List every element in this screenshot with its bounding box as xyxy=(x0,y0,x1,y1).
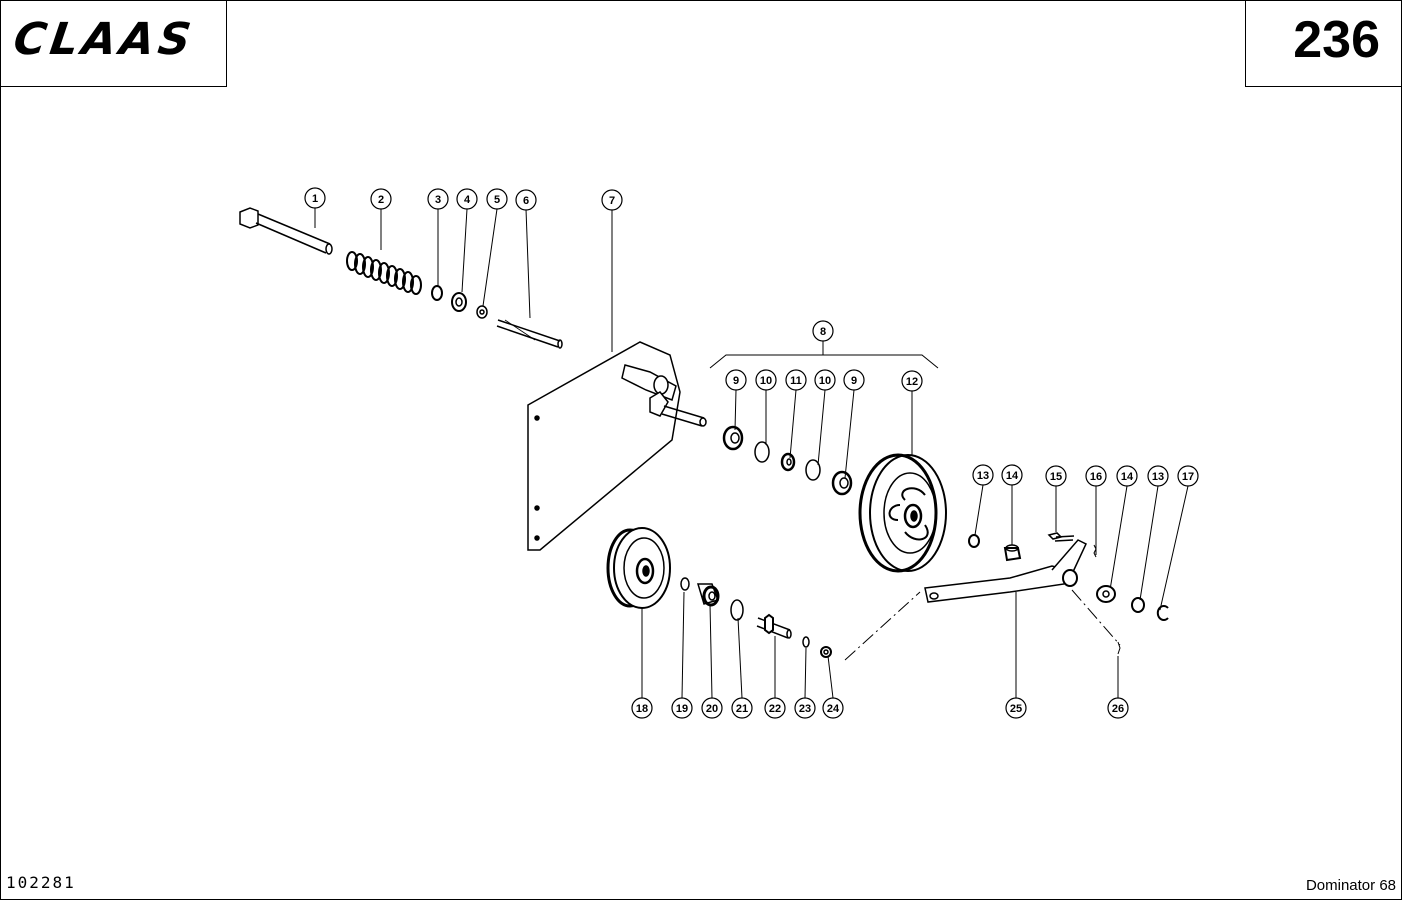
part-2-spring xyxy=(346,251,422,295)
callout-10a: 10 xyxy=(760,375,772,387)
callout-16: 16 xyxy=(1090,471,1102,483)
part-19-washer xyxy=(680,577,690,591)
callout-24: 24 xyxy=(827,703,840,715)
callout-9b: 9 xyxy=(851,375,857,387)
part-9-bearing-a xyxy=(722,425,744,451)
callout-21: 21 xyxy=(736,703,748,715)
callout-9a: 9 xyxy=(733,375,739,387)
callout-13a: 13 xyxy=(977,470,989,482)
callout-12: 12 xyxy=(906,376,918,388)
part-23-washer xyxy=(802,636,810,648)
callout-20: 20 xyxy=(706,703,718,715)
callout-7: 7 xyxy=(609,195,615,207)
part-22-axle-stub xyxy=(756,613,792,639)
callout-15: 15 xyxy=(1050,471,1062,483)
part-21-ring xyxy=(730,599,744,621)
callout-3: 3 xyxy=(435,194,441,206)
part-10-ring-b xyxy=(805,459,821,481)
part-13-nut-b xyxy=(1131,597,1145,613)
part-1-bolt xyxy=(239,207,333,255)
callout-8: 8 xyxy=(820,326,826,338)
model-name: Dominator 68 xyxy=(1305,877,1396,894)
callout-6: 6 xyxy=(523,195,529,207)
document-number: 102281 xyxy=(6,873,76,892)
part-20-bearing xyxy=(696,583,720,607)
callout-26: 26 xyxy=(1112,703,1124,715)
callout-18: 18 xyxy=(636,703,648,715)
callout-23: 23 xyxy=(799,703,811,715)
part-11-spacer xyxy=(780,452,796,472)
callout-25: 25 xyxy=(1010,703,1022,715)
part-4-bushing xyxy=(451,292,467,312)
callout-10b: 10 xyxy=(819,375,831,387)
part-9-bearing-b xyxy=(831,470,853,496)
page-number: 236 xyxy=(1293,11,1380,69)
callout-1: 1 xyxy=(312,193,318,205)
part-18-small-pulley xyxy=(606,527,671,609)
part-3-washer xyxy=(431,285,443,301)
part-15-bolt xyxy=(1047,532,1075,542)
assembly-centerlines xyxy=(844,589,1121,661)
callout-13b: 13 xyxy=(1152,471,1164,483)
callout-14b: 14 xyxy=(1121,471,1134,483)
part-5-nut xyxy=(476,305,488,319)
part-24-nut xyxy=(820,646,832,658)
callout-19: 19 xyxy=(676,703,688,715)
part-16-spring-pin xyxy=(1093,544,1097,558)
leader-lines xyxy=(314,208,1189,699)
part-12-large-pulley xyxy=(858,453,947,573)
part-6-threaded-rod xyxy=(496,319,563,349)
callout-4: 4 xyxy=(464,194,471,206)
part-10-ring-a xyxy=(754,441,770,463)
callout-22: 22 xyxy=(769,703,781,715)
part-17-circlip xyxy=(1156,605,1169,621)
callout-14a: 14 xyxy=(1006,470,1019,482)
callout-labels: 1 2 3 4 5 6 7 8 9 10 11 10 9 12 13 14 15… xyxy=(312,193,1194,715)
header-brand-box: CLAAS xyxy=(0,0,227,87)
callout-5: 5 xyxy=(494,194,500,206)
header-page-box: 236 xyxy=(1245,0,1402,87)
callout-17: 17 xyxy=(1182,471,1194,483)
callouts xyxy=(304,187,1199,719)
callout-11: 11 xyxy=(790,375,802,387)
part-25-tension-arm xyxy=(924,539,1087,603)
part-13-nut-a xyxy=(968,534,980,548)
callout-2: 2 xyxy=(378,194,384,206)
part-7-bracket-plate xyxy=(527,341,707,551)
part-26-split-pin xyxy=(1117,641,1121,655)
part-14-bushing-a xyxy=(1003,544,1022,562)
part-14-bushing-b xyxy=(1096,585,1116,603)
